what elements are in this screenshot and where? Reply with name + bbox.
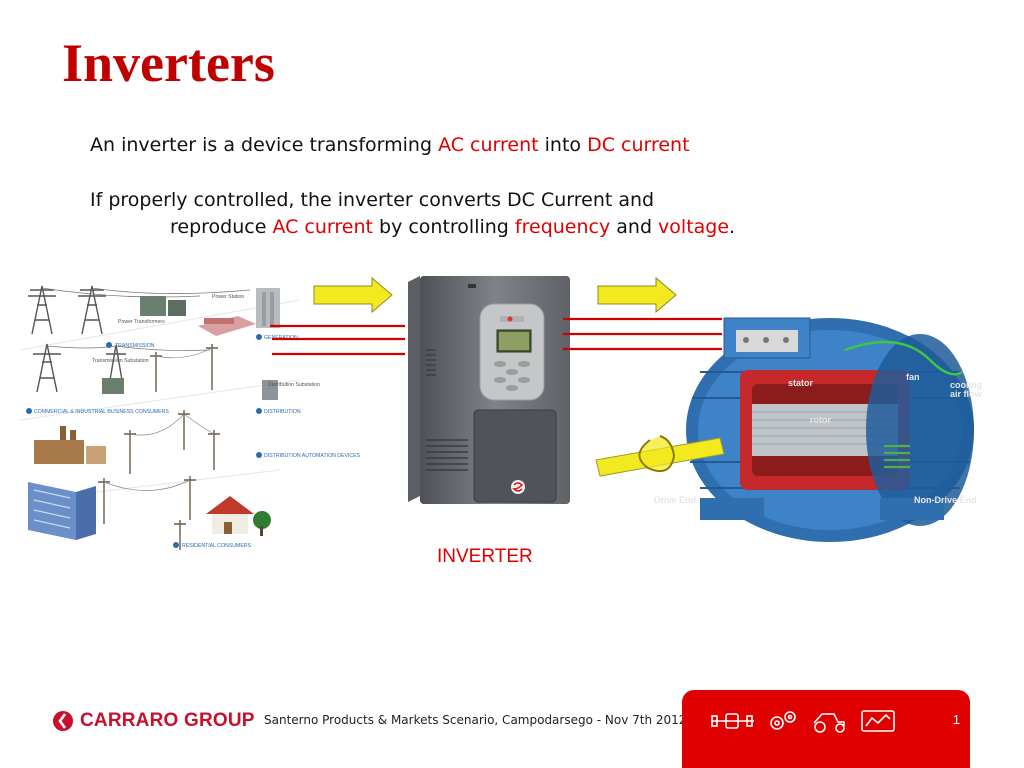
power-station-label: Power Station bbox=[212, 294, 244, 300]
commercial-label: COMMERCIAL & INDUSTRIAL BUSINESS CONSUME… bbox=[34, 409, 169, 415]
residential-label: RESIDENTIAL CONSUMERS bbox=[182, 543, 252, 549]
intro-text: An inverter is a device transforming bbox=[90, 134, 439, 156]
non-drive-end-label: Non-Drive End bbox=[914, 495, 977, 505]
into-text: into bbox=[538, 134, 588, 156]
electronics-icon bbox=[861, 710, 895, 732]
distribution-pole-icon bbox=[98, 344, 220, 550]
carraro-logo-text: CARRARO GROUP bbox=[80, 710, 255, 731]
house-icon bbox=[206, 496, 271, 536]
intro-line: An inverter is a device transforming AC … bbox=[90, 136, 690, 155]
axle-icon bbox=[711, 713, 754, 729]
electric-motor-icon: stator fan cooling air flow rotor Drive … bbox=[595, 317, 983, 542]
grid-marker-icon bbox=[26, 334, 262, 548]
power-transformers-label: Power Transformers bbox=[118, 319, 165, 325]
reproduce-text: reproduce bbox=[170, 216, 273, 238]
stator-label: stator bbox=[788, 378, 814, 388]
footer-caption: Santerno Products & Markets Scenario, Ca… bbox=[264, 713, 687, 727]
period-text: . bbox=[729, 216, 736, 238]
input-wires bbox=[270, 324, 405, 356]
air-flow-label: air flow bbox=[950, 389, 983, 399]
office-building-icon bbox=[28, 482, 96, 540]
fan-label: fan bbox=[906, 372, 920, 382]
and-text: and bbox=[610, 216, 659, 238]
frequency-highlight: frequency bbox=[514, 216, 611, 238]
drive-end-label: Drive End bbox=[654, 495, 696, 505]
power-station-icon bbox=[198, 288, 280, 336]
transmission-label: TRANSMISSION bbox=[115, 343, 155, 349]
transmission-tower-icon bbox=[28, 285, 126, 393]
control-line: If properly controlled, the inverter con… bbox=[90, 191, 654, 210]
output-wires bbox=[563, 317, 722, 351]
input-arrow-icon bbox=[313, 276, 393, 314]
output-arrow-icon bbox=[597, 276, 677, 314]
cooling-label: cooling bbox=[950, 380, 982, 390]
page-number: 1 bbox=[952, 712, 960, 727]
carraro-logo-icon bbox=[53, 711, 73, 731]
power-transformer-icon bbox=[102, 296, 278, 400]
rotor-label: rotor bbox=[810, 415, 831, 425]
voltage-highlight: voltage bbox=[658, 216, 730, 238]
control-text: If properly controlled, the inverter con… bbox=[90, 189, 655, 211]
automation-label: DISTRIBUTION AUTOMATION DEVICES bbox=[264, 453, 361, 459]
reproduce-line: reproduce AC current by controlling freq… bbox=[170, 218, 735, 237]
carraro-logo: CARRARO GROUP bbox=[52, 706, 255, 736]
slide-title: Inverters bbox=[62, 33, 275, 93]
transmission-substation-label: Transmission Substation bbox=[92, 358, 149, 364]
footer-red-box: 1 bbox=[682, 690, 970, 768]
gears-icon bbox=[770, 711, 796, 730]
controlling-text: by controlling bbox=[372, 216, 515, 238]
tractor-icon bbox=[813, 713, 845, 733]
dc-current-highlight: DC current bbox=[587, 134, 690, 156]
distribution-label: DISTRIBUTION bbox=[264, 409, 301, 415]
inverter-device-icon bbox=[408, 276, 570, 504]
ac-current-highlight: AC current bbox=[438, 134, 539, 156]
distribution-substation-label: Distribution Substation bbox=[268, 382, 320, 388]
footer-icon-row bbox=[711, 710, 895, 733]
inverter-caption: INVERTER bbox=[437, 546, 533, 567]
ac-current-highlight-2: AC current bbox=[272, 216, 373, 238]
factory-icon bbox=[34, 426, 106, 464]
